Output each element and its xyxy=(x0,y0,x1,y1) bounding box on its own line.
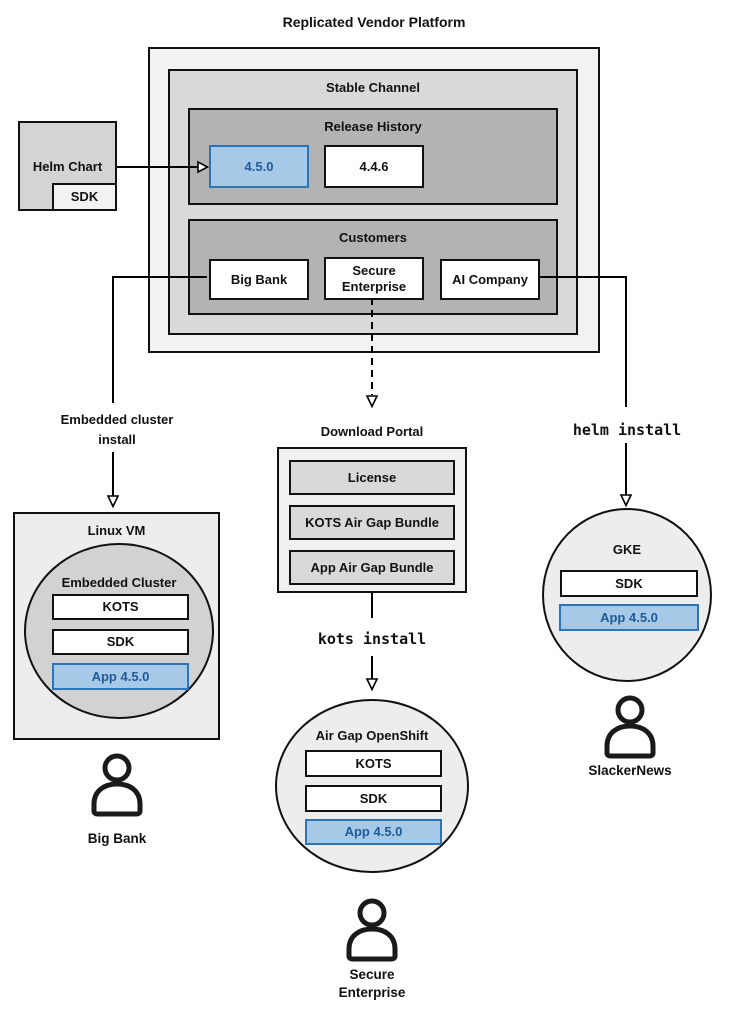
portal-app-bundle-box: App Air Gap Bundle xyxy=(289,550,455,585)
portal-kots-bundle-box: KOTS Air Gap Bundle xyxy=(289,505,455,540)
release-history-label: Release History xyxy=(324,119,422,134)
gke-app-box: App 4.5.0 xyxy=(559,604,699,631)
arrowhead-embedded-install xyxy=(106,495,120,509)
linux-vm-box: Linux VM Embedded Cluster KOTS SDK App 4… xyxy=(13,512,220,740)
stable-channel-label: Stable Channel xyxy=(326,80,420,95)
helm-sdk-box: SDK xyxy=(52,183,117,211)
embedded-cluster-circle: Embedded Cluster KOTS SDK App 4.5.0 xyxy=(24,543,214,719)
customer-big-bank: Big Bank xyxy=(209,259,309,300)
customers-box: Customers Big Bank Secure Enterprise AI … xyxy=(188,219,558,315)
slackernews-user-label: SlackerNews xyxy=(588,763,672,778)
stable-channel-box: Stable Channel Release History 4.5.0 4.4… xyxy=(168,69,578,335)
big-bank-user-label: Big Bank xyxy=(87,831,147,846)
release-history-box: Release History 4.5.0 4.4.6 xyxy=(188,108,558,205)
helm-chart-box: Helm Chart SDK xyxy=(18,121,117,211)
gke-label: GKE xyxy=(612,542,642,557)
arrowhead-download-portal xyxy=(365,395,379,409)
customer-secure-enterprise: Secure Enterprise xyxy=(324,257,424,300)
vm-kots-box: KOTS xyxy=(52,594,189,620)
platform-box: Stable Channel Release History 4.5.0 4.4… xyxy=(148,47,600,353)
embedded-cluster-label: Embedded Cluster xyxy=(61,575,177,590)
vm-app-box: App 4.5.0 xyxy=(52,663,189,690)
openshift-label: Air Gap OpenShift xyxy=(315,728,429,743)
secure-enterprise-user-label: Secure Enterprise xyxy=(338,967,406,1000)
openshift-sdk-box: SDK xyxy=(305,785,442,812)
download-portal-box: License KOTS Air Gap Bundle App Air Gap … xyxy=(277,447,467,593)
arrowhead-kots-install xyxy=(365,678,379,692)
customers-label: Customers xyxy=(339,230,407,245)
secure-enterprise-user-icon xyxy=(342,895,402,965)
slackernews-user-icon xyxy=(600,692,660,762)
download-portal-label: Download Portal xyxy=(320,424,424,439)
customer-ai-company: AI Company xyxy=(440,259,540,300)
openshift-kots-box: KOTS xyxy=(305,750,442,777)
kots-install-label: kots install xyxy=(317,630,427,648)
vm-sdk-box: SDK xyxy=(52,629,189,655)
helm-chart-label: Helm Chart xyxy=(32,159,103,174)
linux-vm-label: Linux VM xyxy=(87,523,146,538)
gke-sdk-box: SDK xyxy=(560,570,698,597)
portal-license-box: License xyxy=(289,460,455,495)
arrowhead-helm-install xyxy=(619,494,633,508)
diagram-title: Replicated Vendor Platform xyxy=(282,14,466,30)
helm-install-label: helm install xyxy=(572,421,682,439)
gke-circle: GKE SDK App 4.5.0 xyxy=(542,508,712,682)
embedded-cluster-install-label: Embedded cluster install xyxy=(60,412,174,448)
openshift-app-box: App 4.5.0 xyxy=(305,819,442,845)
release-box-4-5-0: 4.5.0 xyxy=(209,145,309,188)
openshift-circle: Air Gap OpenShift KOTS SDK App 4.5.0 xyxy=(275,699,469,873)
release-box-4-4-6: 4.4.6 xyxy=(324,145,424,188)
big-bank-user-icon xyxy=(87,750,147,820)
